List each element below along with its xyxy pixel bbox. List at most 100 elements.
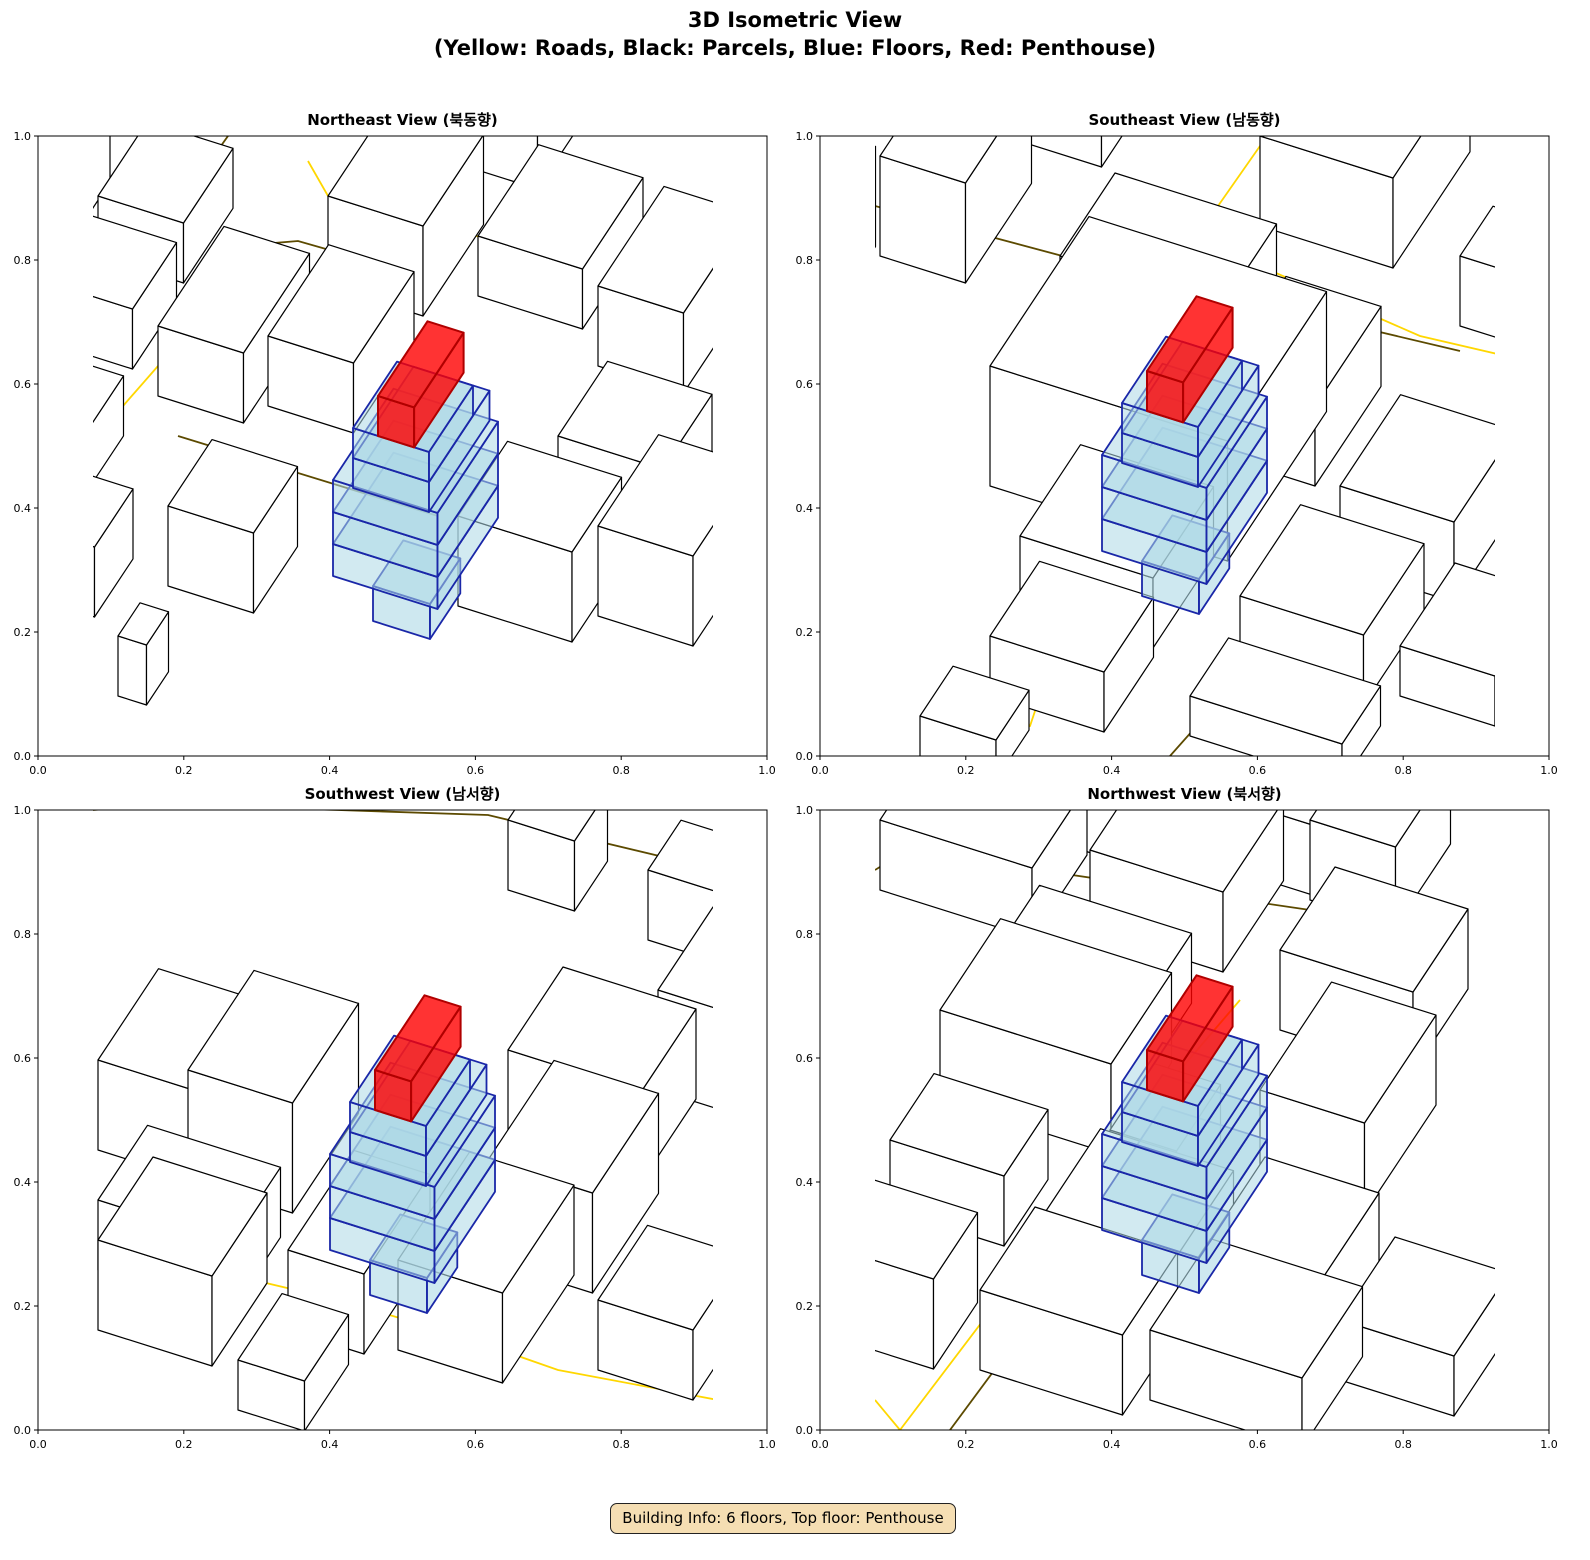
x-tick-label: 0.4 [1103, 764, 1121, 777]
parcel-building-front-face [117, 635, 148, 706]
parcel-building-front-face [810, 176, 848, 288]
x-tick-label: 1.0 [758, 764, 776, 777]
parcel-building-top-face [93, 365, 125, 424]
parcel-building [507, 810, 609, 912]
parcel-building-side-face [573, 810, 609, 912]
parcel-building-side-face [734, 931, 789, 1114]
parcel-building [989, 560, 1155, 733]
target-building [329, 994, 496, 1314]
x-tick-label: 0.0 [29, 1438, 47, 1451]
penthouse-floor-6-top-face [1146, 295, 1234, 384]
parcel-building [879, 810, 1088, 939]
panel-title: Southwest View (남서향) [304, 785, 501, 803]
x-tick-label: 0.0 [811, 1438, 829, 1451]
parcel-building-side-face [1546, 233, 1579, 353]
parcel-building-top-face [28, 1000, 90, 1059]
parcel-building [1459, 205, 1579, 353]
parcel-building-top-face [889, 1073, 1049, 1177]
parcel-building-top-face [1309, 810, 1421, 848]
parcel-building [597, 185, 713, 394]
parcel-building [167, 439, 299, 614]
target-building [1101, 974, 1268, 1294]
x-tick-label: 0.6 [467, 764, 485, 777]
parcel-building [597, 434, 713, 647]
parcel-building-side-face [1494, 674, 1495, 727]
parcel-building-top-face [97, 136, 234, 224]
parcel-building [1339, 1236, 1495, 1417]
road-line [122, 365, 159, 407]
parcel-building-side-face [422, 136, 485, 317]
x-tick-label: 0.4 [321, 1438, 339, 1451]
x-tick-label: 0.4 [1103, 1438, 1121, 1451]
y-tick-label: 1.0 [14, 804, 32, 817]
parcel-building-side-face [692, 1298, 713, 1401]
parcel-building-top-face [327, 136, 484, 227]
parcel-building-side-face [724, 844, 757, 964]
x-tick-label: 0.2 [957, 764, 975, 777]
x-tick-label: 0.8 [1394, 1438, 1412, 1451]
parcel-building [97, 1156, 268, 1367]
x-tick-label: 1.0 [758, 1438, 776, 1451]
penthouse-floor-6-top-face [377, 320, 465, 409]
x-tick-label: 0.2 [175, 764, 193, 777]
y-tick-label: 0.0 [796, 750, 814, 763]
parcel-building [1259, 136, 1471, 269]
y-tick-label: 0.8 [14, 928, 32, 941]
x-tick-label: 0.8 [1394, 764, 1412, 777]
y-tick-label: 0.2 [796, 1300, 814, 1313]
parcel-building-top-face [1279, 866, 1469, 993]
y-tick-label: 0.6 [796, 1052, 814, 1065]
y-tick-label: 0.0 [14, 750, 32, 763]
figure-title: 3D Isometric View (Yellow: Roads, Black:… [0, 6, 1590, 62]
parcel-building [1399, 562, 1495, 727]
parcel-building-top-face [157, 225, 311, 354]
parcel-building-top-face [187, 969, 360, 1104]
parcel-building-top-face [919, 665, 1030, 741]
panel-title: Southeast View (남동향) [1088, 111, 1281, 129]
y-tick-label: 1.0 [14, 130, 32, 143]
parcel-building-top-face [879, 810, 1072, 869]
parcel-building [875, 1179, 979, 1370]
scene [28, 136, 713, 706]
road-line [718, 1410, 728, 1425]
parcel-building-top-face [1339, 1236, 1495, 1357]
x-tick-label: 1.0 [1540, 764, 1558, 777]
parcel-building [117, 602, 170, 706]
y-tick-label: 1.0 [796, 804, 814, 817]
parcel-building-top-face [1189, 637, 1382, 745]
parcel-building-top-face [1339, 394, 1495, 523]
parcel-building-top-face [657, 906, 713, 1008]
parcel-building-top-face [93, 475, 134, 548]
parcel-building-front-face [58, 146, 77, 232]
penthouse-floor-6 [377, 320, 465, 449]
parcel-building [810, 145, 877, 288]
parcel-building-top-face [1399, 562, 1495, 677]
scene [810, 136, 1579, 756]
road-line [93, 810, 713, 870]
parcel-building-top-face [167, 439, 299, 534]
parcel-building-top-face [1259, 981, 1437, 1124]
parcel-building-top-face [1459, 205, 1495, 268]
axes-frame [819, 809, 1550, 1431]
parcel-building-top-face [97, 1156, 268, 1277]
x-tick-label: 0.4 [321, 764, 339, 777]
parcel-building-top-face [1089, 810, 1279, 893]
x-tick-label: 1.0 [1540, 1438, 1558, 1451]
parcel-building-front-face [28, 416, 85, 494]
parcel-building-side-face [682, 267, 713, 394]
parcel-building-top-face [875, 1179, 979, 1280]
axes-frame [37, 809, 768, 1431]
y-tick-label: 0.4 [14, 1176, 32, 1189]
parcel-building [919, 665, 1030, 756]
penthouse-floor-6 [1146, 295, 1234, 424]
parcel-building [1189, 637, 1382, 756]
y-tick-label: 1.0 [796, 130, 814, 143]
y-tick-label: 0.2 [796, 626, 814, 639]
